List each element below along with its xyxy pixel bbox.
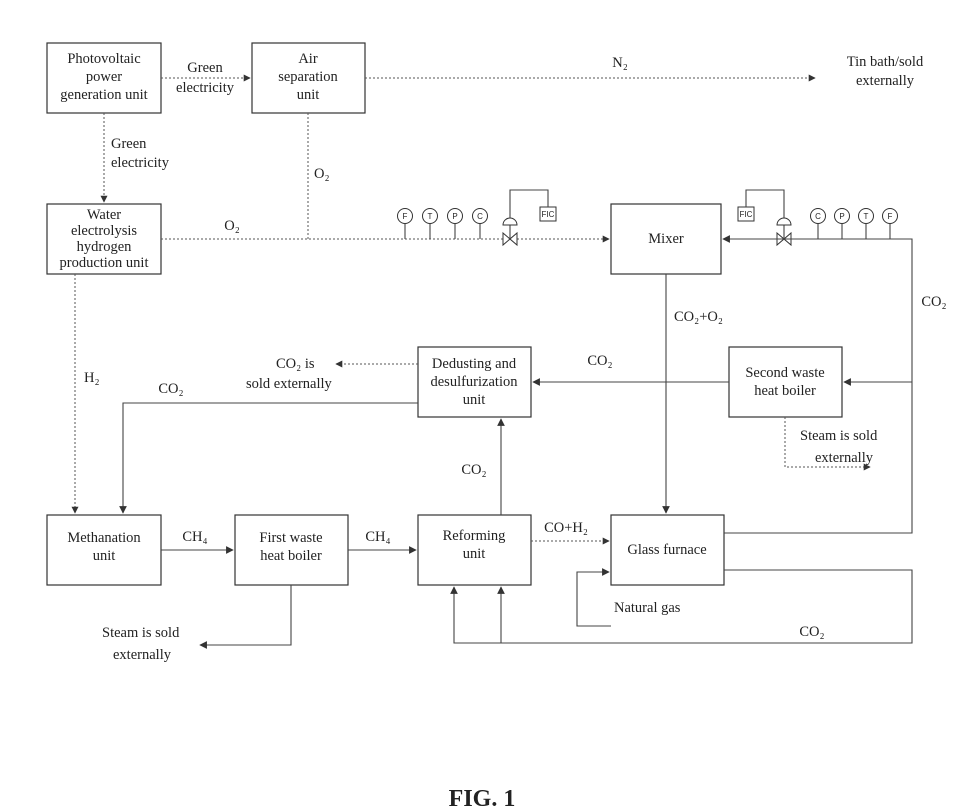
methanation-unit-box: Methanation unit (47, 515, 161, 585)
pv-label-1: Photovoltaic (67, 51, 140, 67)
instrument-p-label-right: P (839, 212, 844, 221)
natural-gas-label: Natural gas (614, 600, 681, 616)
instrument-t-label-right: T (864, 212, 869, 221)
steam2-label-2: externally (815, 450, 874, 466)
steam1-label-2: externally (113, 647, 172, 663)
figure-label: FIG. 1 (449, 786, 516, 811)
green-electricity-label-2a: Green (111, 136, 147, 152)
h2-label: H₂ (84, 370, 100, 386)
air-label-2: separation (278, 69, 338, 85)
right-fic-label: FIC (740, 210, 753, 219)
boiler2-label-1: Second waste (745, 365, 824, 381)
natural-gas-flow (577, 572, 611, 626)
reforming-label-1: Reforming (443, 528, 506, 544)
boiler1-label-1: First waste (259, 530, 322, 546)
co2-sold-label-2: sold externally (246, 376, 333, 392)
air-label-3: unit (297, 87, 320, 103)
co2-bottom-label: CO₂ (799, 624, 824, 640)
water-label-1: Water (87, 207, 121, 223)
first-waste-heat-boiler-box: First waste heat boiler (235, 515, 348, 585)
water-label-3: hydrogen (77, 239, 133, 255)
methanation-label-1: Methanation (67, 530, 141, 546)
steam1-label-1: Steam is sold (102, 625, 180, 641)
instrument-f-label: F (403, 212, 408, 221)
ch4-label-a: CH₄ (182, 529, 207, 545)
co2-return-label: CO₂ (158, 381, 183, 397)
co2-reform-label: CO₂ (461, 462, 486, 478)
o2-water-label: O₂ (224, 218, 240, 234)
dedust-label-1: Dedusting and (432, 356, 517, 372)
instrument-t-label: T (428, 212, 433, 221)
instrument-c-label: C (477, 212, 483, 221)
tin-bath-label-1: Tin bath/sold (847, 54, 924, 70)
co2-right-label: CO₂ (921, 294, 946, 310)
green-electricity-label-2b: electricity (111, 155, 170, 171)
dedusting-desulfurization-unit-box: Dedusting and desulfurization unit (418, 347, 531, 417)
instrument-p-label: P (452, 212, 457, 221)
ch4-label-b: CH₄ (365, 529, 390, 545)
reforming-unit-box: Reforming unit (418, 515, 531, 585)
water-electrolysis-unit-box: Water electrolysis hydrogen production u… (47, 204, 161, 274)
left-instrument-group: F T P C FIC (398, 190, 557, 245)
second-waste-heat-boiler-box: Second waste heat boiler (729, 347, 842, 417)
co-h2-label: CO+H₂ (544, 520, 588, 536)
tin-bath-label-2: externally (856, 73, 915, 89)
instrument-f-label-right: F (888, 212, 893, 221)
instrument-c-label-right: C (815, 212, 821, 221)
methanation-label-2: unit (93, 548, 116, 564)
pv-label-3: generation unit (60, 87, 147, 103)
steam2-label-1: Steam is sold (800, 428, 878, 444)
air-label-1: Air (298, 51, 318, 67)
green-electricity-label-1b: electricity (176, 80, 235, 96)
steam-sold-flow-1 (200, 585, 291, 645)
water-label-4: production unit (59, 255, 148, 271)
o2-air-label: O₂ (314, 166, 330, 182)
glass-furnace-label: Glass furnace (627, 542, 706, 558)
glass-furnace-box: Glass furnace (611, 515, 724, 585)
air-separation-unit-box: Air separation unit (252, 43, 365, 113)
green-electricity-label-1a: Green (187, 60, 223, 76)
n2-label: N₂ (612, 55, 628, 71)
co2-o2-label: CO₂+O₂ (674, 309, 723, 325)
pv-label-2: power (86, 69, 122, 85)
boiler2-label-2: heat boiler (754, 383, 816, 399)
right-instrument-group: FIC C P T F (738, 190, 898, 245)
co2-boiler2-label: CO₂ (587, 353, 612, 369)
left-fic-label: FIC (542, 210, 555, 219)
co2-flow-to-methanation (123, 403, 418, 513)
co2-sold-label-1: CO₂ is (276, 356, 315, 372)
dedust-label-2: desulfurization (431, 374, 519, 390)
mixer-label: Mixer (648, 231, 684, 247)
water-label-2: electrolysis (71, 223, 137, 239)
reforming-label-2: unit (463, 546, 486, 562)
pv-unit-box: Photovoltaic power generation unit (47, 43, 161, 113)
boiler1-label-2: heat boiler (260, 548, 322, 564)
dedust-label-3: unit (463, 392, 486, 408)
mixer-box: Mixer (611, 204, 721, 274)
